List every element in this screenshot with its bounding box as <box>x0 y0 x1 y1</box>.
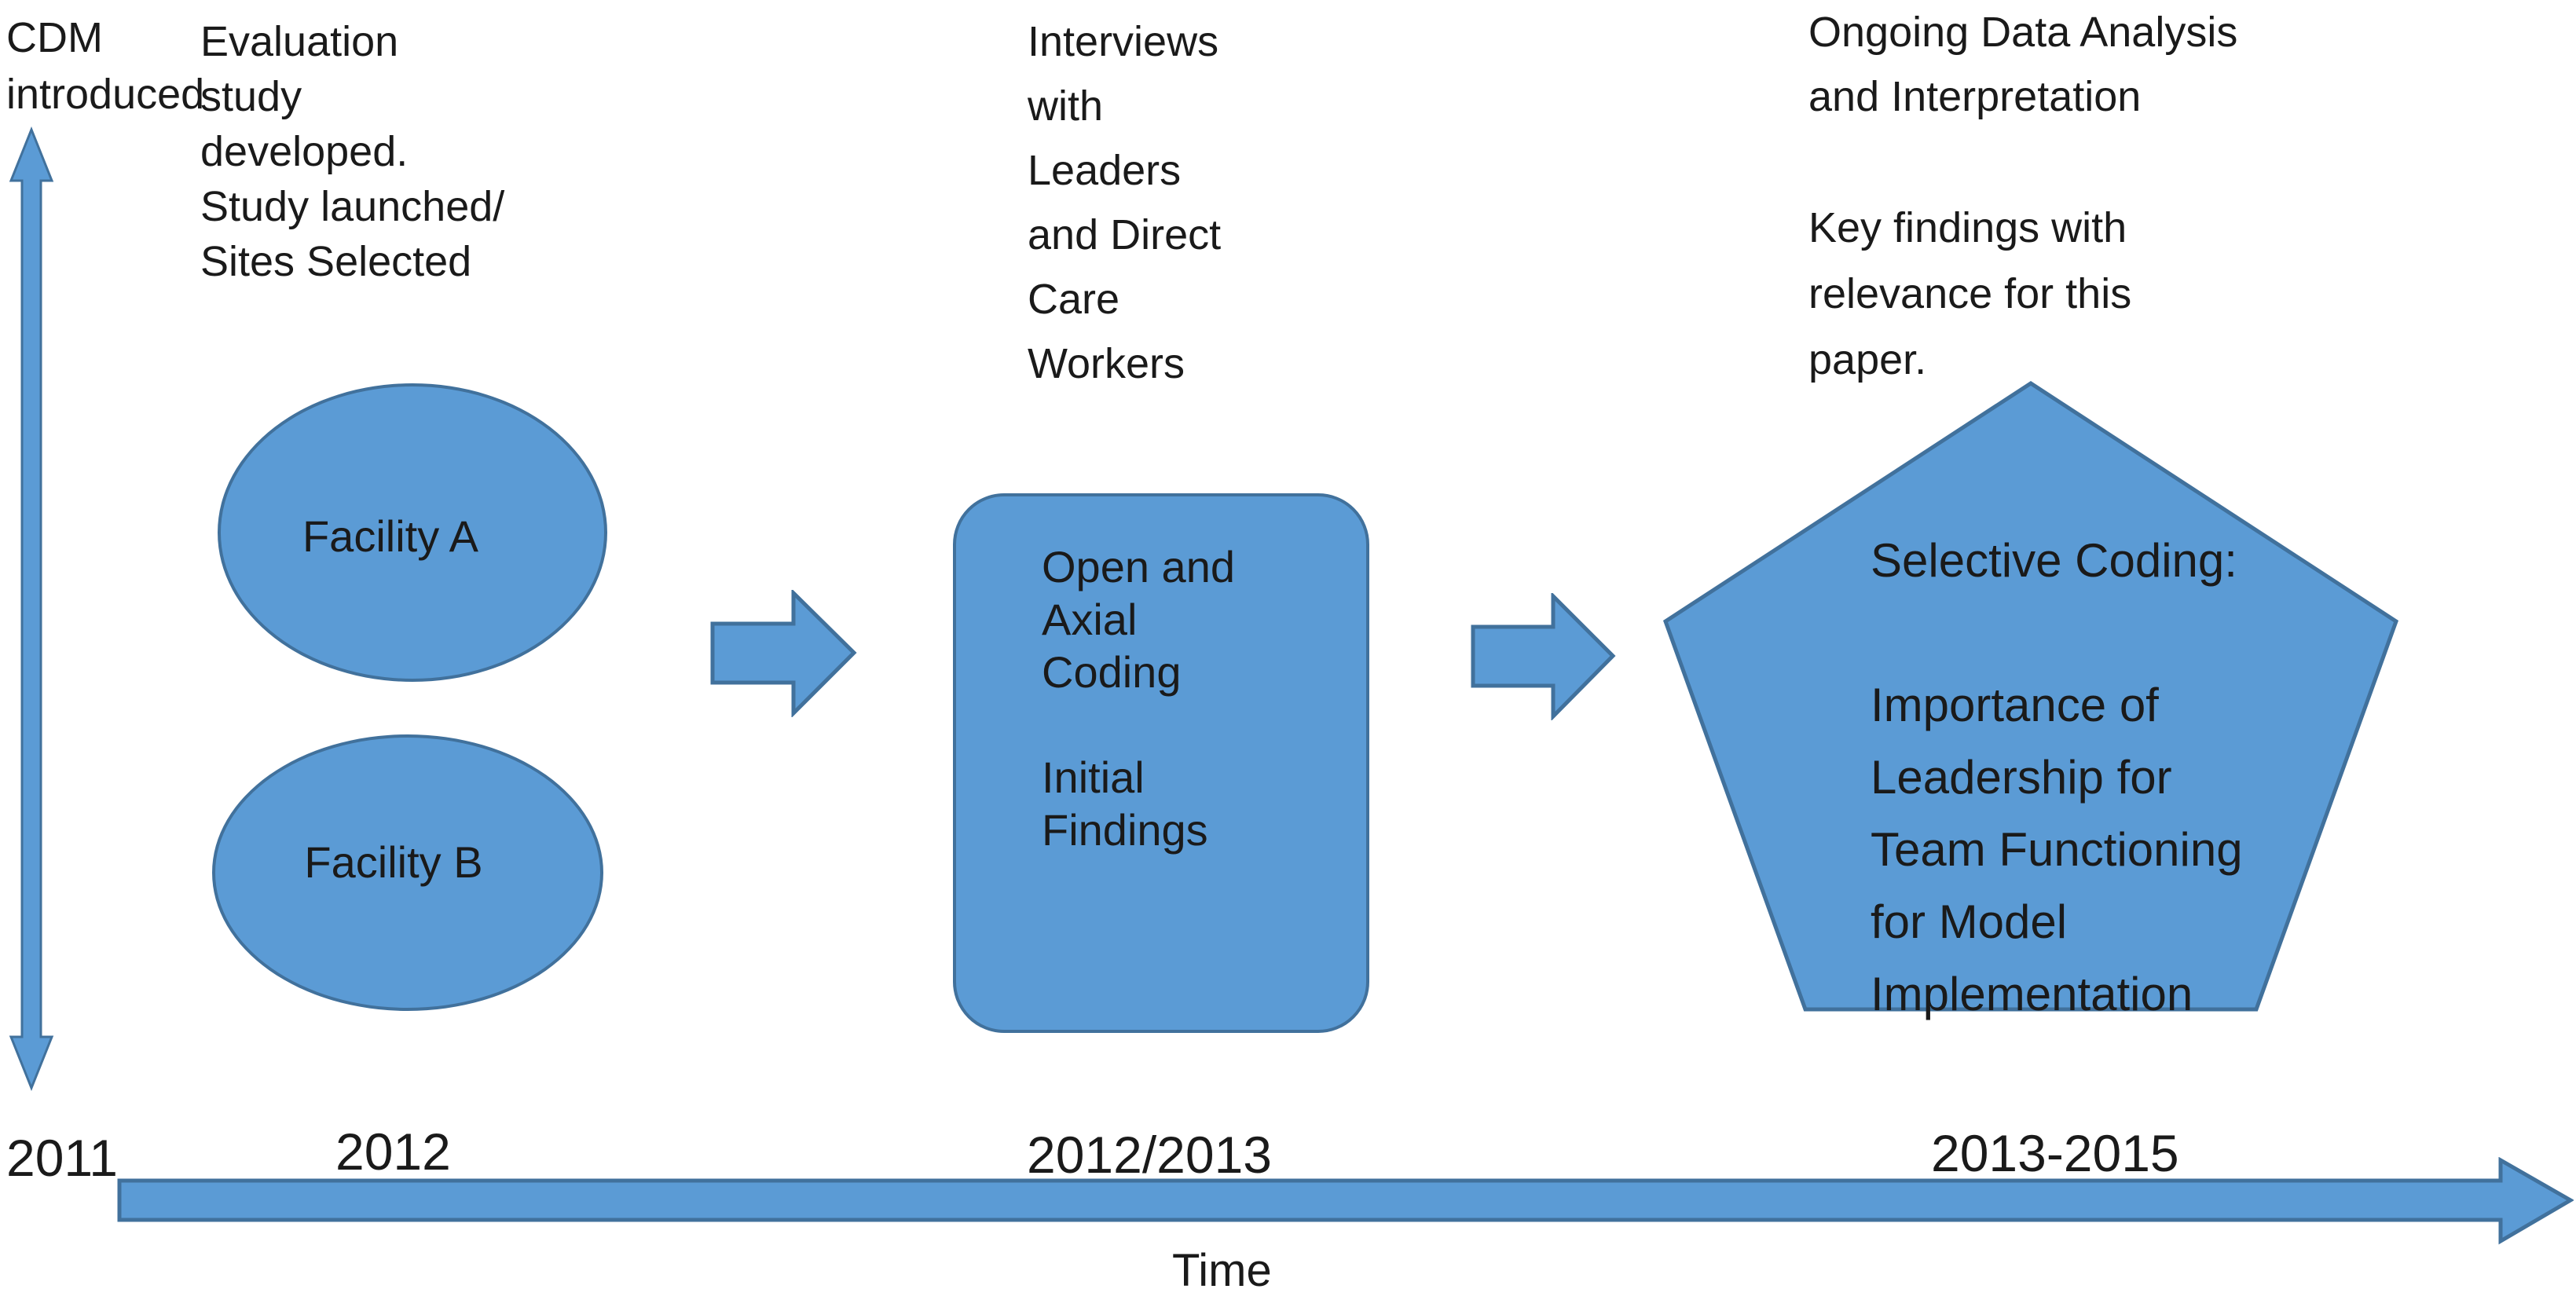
year-label-2012: 2012 <box>335 1122 451 1181</box>
year-label-2011: 2011 <box>6 1129 118 1187</box>
time-axis-arrow-icon <box>117 1157 2574 1245</box>
flow-arrow-2-icon <box>1471 593 1616 720</box>
interviews-label: Interviews with Leaders and Direct Care … <box>1028 18 1222 387</box>
pentagon-label: Selective Coding: Importance of Leadersh… <box>1871 534 2243 1020</box>
facility-a-ellipse: Facility A <box>218 383 607 682</box>
year-label-2012-2013: 2012/2013 <box>1027 1126 1272 1184</box>
ongoing-analysis-label: Ongoing Data Analysis and Interpretation <box>1808 9 2238 120</box>
coding-box-label: Open and Axial Coding Initial Findings <box>1042 542 1235 855</box>
facility-a-label: Facility A <box>302 511 479 561</box>
year-label-2013-2015: 2013-2015 <box>1931 1124 2179 1182</box>
coding-box: Open and Axial Coding Initial Findings <box>953 493 1369 1033</box>
facility-b-ellipse: Facility B <box>212 734 603 1011</box>
cdm-introduced-label: CDM introduced <box>6 14 205 118</box>
facility-b-label: Facility B <box>304 837 483 887</box>
key-findings-label: Key findings with relevance for this pap… <box>1808 204 2132 383</box>
flow-arrow-1-icon <box>710 590 857 717</box>
vertical-double-arrow-icon <box>9 126 54 1092</box>
outcome-pentagon <box>1662 381 2399 1012</box>
time-axis-label: Time <box>1172 1245 1272 1296</box>
evaluation-study-label: Evaluation study developed. Study launch… <box>200 18 505 285</box>
